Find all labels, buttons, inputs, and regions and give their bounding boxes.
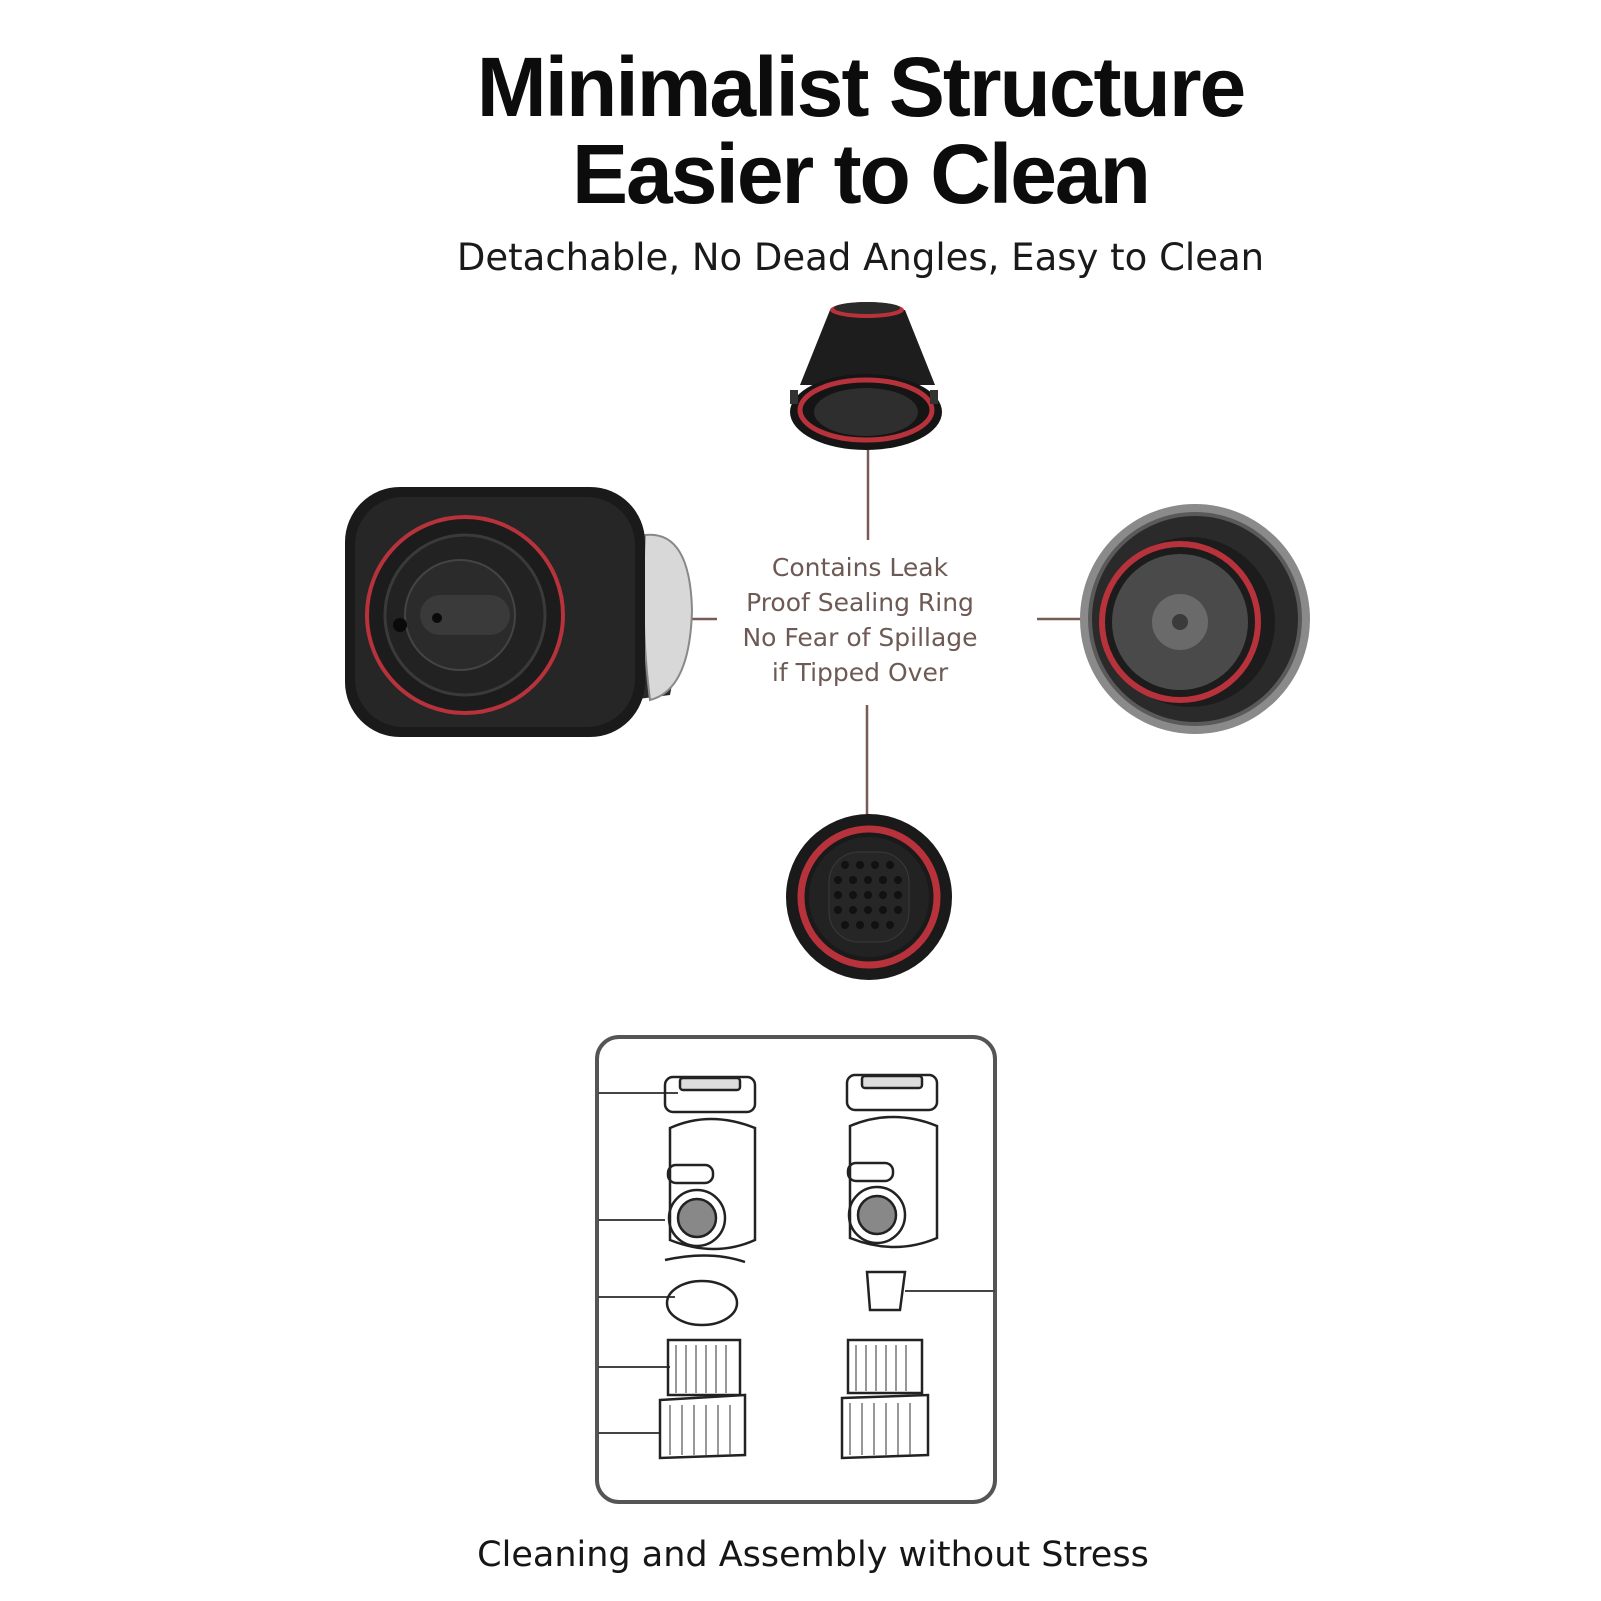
- capsule-top-open-icon: [1080, 504, 1310, 734]
- callout-line-4: if Tipped Over: [771, 658, 949, 687]
- callout-line-1: Contains Leak: [771, 553, 949, 582]
- callout-line-3: No Fear of Spillage: [742, 623, 978, 652]
- capsule-cup-icon: [790, 302, 942, 450]
- subheading: Detachable, No Dead Angles, Easy to Clea…: [456, 236, 1265, 279]
- headline-line-2: Easier to Clean: [572, 127, 1151, 221]
- capsule-body-side-icon: [345, 487, 694, 737]
- bottom-caption: Cleaning and Assembly without Stress: [477, 1535, 1149, 1575]
- sealing-ring-callout: Contains Leak Proof Sealing Ring No Fear…: [710, 550, 1010, 690]
- callout-line-2: Proof Sealing Ring: [746, 588, 974, 617]
- assembly-diagram-icon: [595, 1035, 997, 1504]
- headline-line-1: Minimalist Structure: [476, 40, 1246, 134]
- filter-disc-icon: [786, 814, 952, 980]
